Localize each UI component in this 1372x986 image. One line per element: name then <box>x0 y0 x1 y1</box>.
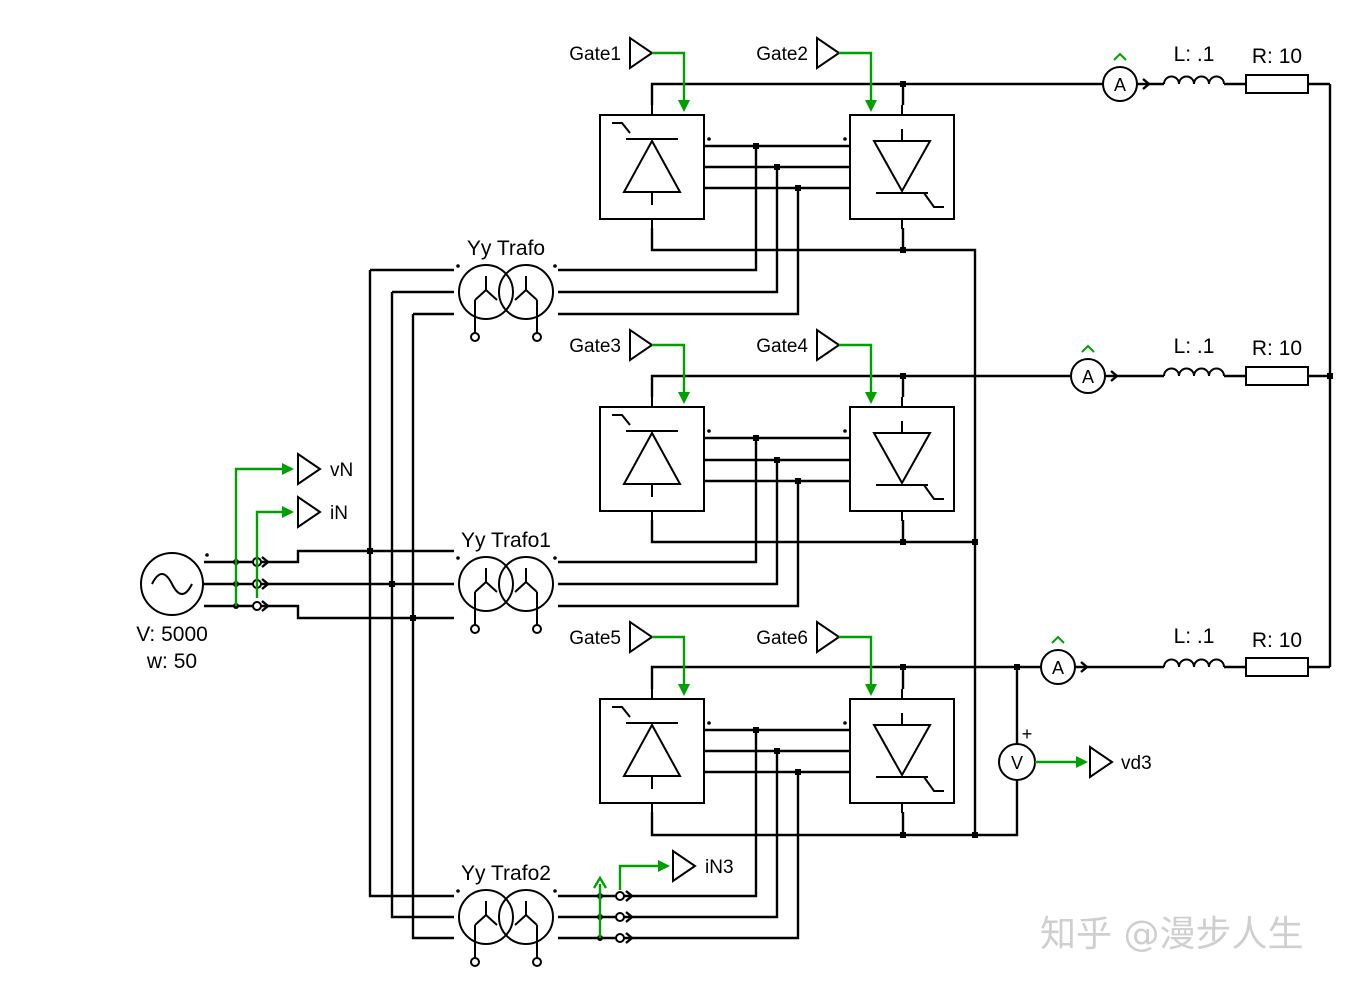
probe-iN3-tag[interactable] <box>672 850 696 882</box>
gate-5-tag[interactable] <box>629 621 653 653</box>
transformer-2-label: Yy Trafo1 <box>461 529 551 552</box>
gate-2-tag[interactable] <box>816 37 840 69</box>
transformer-1[interactable] <box>455 263 558 342</box>
voltmeter-polarity: + <box>1022 724 1033 744</box>
ammeter-1-glyph: A <box>1114 75 1126 95</box>
probe-iN-tag[interactable] <box>297 496 321 528</box>
gate-3-label: Gate3 <box>569 336 621 357</box>
power-wiring <box>204 78 1332 940</box>
gate-6-tag[interactable] <box>816 621 840 653</box>
inductor-1[interactable] <box>1163 75 1225 85</box>
resistor-2[interactable] <box>1245 366 1309 386</box>
probe-vN-tag[interactable] <box>297 453 321 485</box>
inverter-bridge-3[interactable] <box>843 688 955 814</box>
rectifier-bridge-2[interactable] <box>599 396 711 522</box>
gate-5-label: Gate5 <box>569 628 621 649</box>
resistor-2-label: R: 10 <box>1252 337 1302 360</box>
probe-vd3-tag[interactable] <box>1089 746 1113 778</box>
gate-3-tag[interactable] <box>629 329 653 361</box>
inductor-2[interactable] <box>1163 367 1225 377</box>
gate-2-label: Gate2 <box>756 44 808 65</box>
rectifier-bridge-1[interactable] <box>599 104 711 230</box>
watermark: 知乎 @漫步人生 <box>1040 914 1303 955</box>
inductor-3-label: L: .1 <box>1174 625 1215 648</box>
gate-1-label: Gate1 <box>569 44 621 65</box>
signal-wiring <box>234 51 1088 938</box>
inductor-3[interactable] <box>1163 658 1225 668</box>
transformer-2[interactable] <box>455 555 558 634</box>
transformer-3[interactable] <box>455 888 558 967</box>
source-current-meters <box>252 556 270 612</box>
transformer-1-label: Yy Trafo <box>467 237 545 260</box>
probe-vd3-label: vd3 <box>1121 753 1152 774</box>
junction-dots <box>233 81 1333 941</box>
resistor-3[interactable] <box>1245 657 1309 677</box>
inductor-2-label: L: .1 <box>1174 335 1215 358</box>
rectifier-bridge-3[interactable] <box>599 688 711 814</box>
ac-voltage-source[interactable] <box>140 552 209 616</box>
gate-6-label: Gate6 <box>756 628 808 649</box>
inverter-bridge-2[interactable] <box>843 396 955 522</box>
inverter-bridge-1[interactable] <box>843 104 955 230</box>
gate-4-tag[interactable] <box>816 329 840 361</box>
source-frequency-label: w: 50 <box>146 650 197 673</box>
ammeter-3-glyph: A <box>1052 658 1064 678</box>
transformer-3-label: Yy Trafo2 <box>461 862 551 885</box>
inductor-1-label: L: .1 <box>1174 43 1215 66</box>
resistor-1-label: R: 10 <box>1252 45 1302 68</box>
gate-4-label: Gate4 <box>756 336 808 357</box>
resistor-1[interactable] <box>1245 74 1309 94</box>
probe-iN-label: iN <box>330 503 348 524</box>
trafo2-current-meters <box>615 890 634 944</box>
resistor-3-label: R: 10 <box>1252 629 1302 652</box>
gate-1-tag[interactable] <box>629 37 653 69</box>
voltmeter-glyph: V <box>1011 753 1023 773</box>
probe-iN3-label: iN3 <box>705 857 734 878</box>
source-amplitude-label: V: 5000 <box>136 623 208 646</box>
probe-vN-label: vN <box>330 460 353 481</box>
ammeter-2-glyph: A <box>1082 367 1094 387</box>
